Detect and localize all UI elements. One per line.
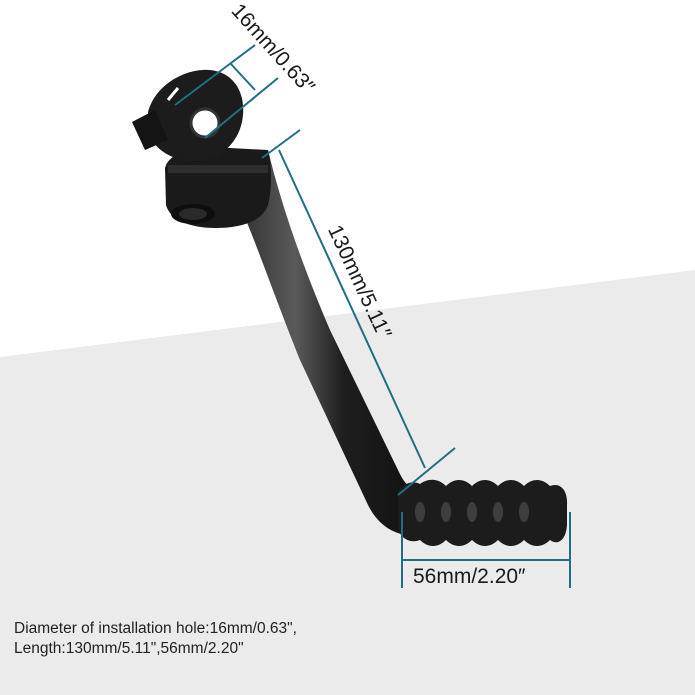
spec-caption: Diameter of installation hole:16mm/0.63"… <box>14 619 297 659</box>
caption-line-1: Diameter of installation hole:16mm/0.63"… <box>14 620 297 637</box>
dimension-lines <box>174 44 571 588</box>
pedal-grip <box>398 479 568 546</box>
pedal-length-label: 56mm/2.20″ <box>413 565 526 588</box>
clamp-head <box>132 69 244 162</box>
pivot-block <box>165 147 271 228</box>
lever-arm <box>228 150 420 536</box>
floor-plane <box>0 270 695 695</box>
caption-line-2: Length:130mm/5.11",56mm/2.20" <box>14 640 244 657</box>
